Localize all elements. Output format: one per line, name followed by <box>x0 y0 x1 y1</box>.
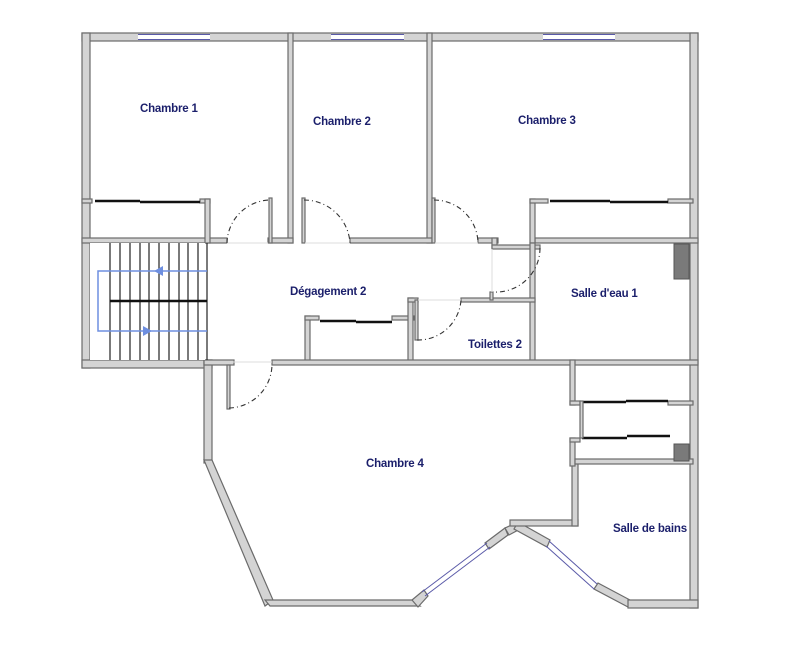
room-label-degagement-2: Dégagement 2 <box>290 286 367 298</box>
room-label-toilettes-2: Toilettes 2 <box>468 339 522 351</box>
shaft-lower <box>673 443 690 462</box>
room-label-chambre-1: Chambre 1 <box>140 103 198 115</box>
room-label-chambre-2: Chambre 2 <box>313 116 371 128</box>
closet-doors <box>95 199 670 440</box>
room-label-chambre-3: Chambre 3 <box>518 115 576 127</box>
doors <box>226 199 541 409</box>
staircase <box>90 243 208 360</box>
windows <box>138 34 615 597</box>
room-label-chambre-4: Chambre 4 <box>366 458 424 470</box>
room-label-salle-deau-1: Salle d'eau 1 <box>571 288 638 300</box>
shaft-upper <box>673 243 690 280</box>
interior-walls <box>81 32 699 467</box>
thresholds <box>227 242 493 363</box>
room-label-salle-de-bains: Salle de bains <box>613 523 687 535</box>
